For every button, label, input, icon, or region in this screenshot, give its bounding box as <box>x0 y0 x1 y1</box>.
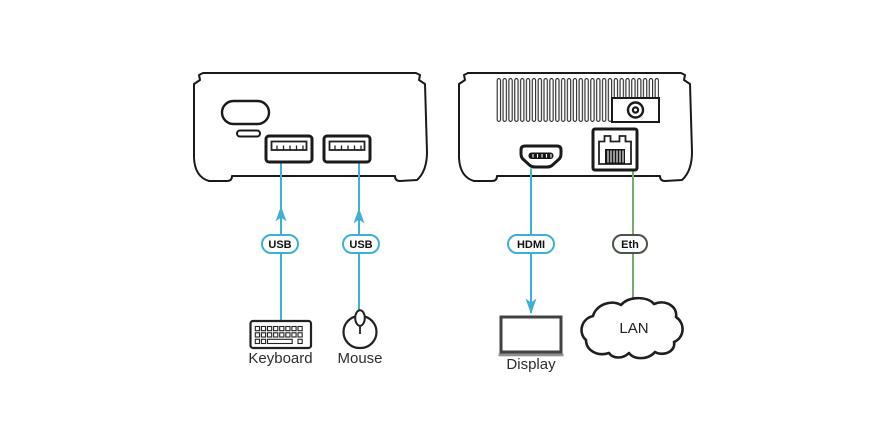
usb-label-2: USB <box>349 239 372 251</box>
enclosure-outline <box>193 72 428 182</box>
display-label: Display <box>506 356 556 373</box>
power-jack-icon <box>611 97 660 123</box>
mini-pc-front-panel <box>193 72 428 182</box>
eth-label-pill: Eth <box>612 234 648 254</box>
display-icon <box>498 315 564 357</box>
usb-port-1-icon <box>264 134 314 164</box>
mouse-icon <box>342 309 378 350</box>
hdmi-label: HDMI <box>517 239 545 251</box>
keyboard-icon <box>249 319 313 350</box>
up-arrow-icon <box>353 208 365 224</box>
hdmi-port-icon <box>519 144 563 169</box>
cloud-icon: LAN <box>580 296 684 360</box>
status-slit-icon <box>236 129 261 138</box>
lan-label: LAN <box>619 320 648 337</box>
usb-port-2-icon <box>322 134 372 164</box>
usb-label-1: USB <box>268 239 291 251</box>
up-arrow-icon <box>275 206 287 222</box>
usb-label-pill-2: USB <box>342 234 380 254</box>
down-arrow-icon <box>525 298 537 314</box>
mini-pc-back-panel <box>458 72 693 182</box>
ethernet-port-icon <box>591 127 639 172</box>
power-button-icon <box>220 99 271 126</box>
keyboard-label: Keyboard <box>248 350 312 367</box>
usb-label-pill-1: USB <box>261 234 299 254</box>
eth-label: Eth <box>621 239 639 251</box>
mouse-label: Mouse <box>337 350 382 367</box>
hdmi-label-pill: HDMI <box>507 234 555 254</box>
